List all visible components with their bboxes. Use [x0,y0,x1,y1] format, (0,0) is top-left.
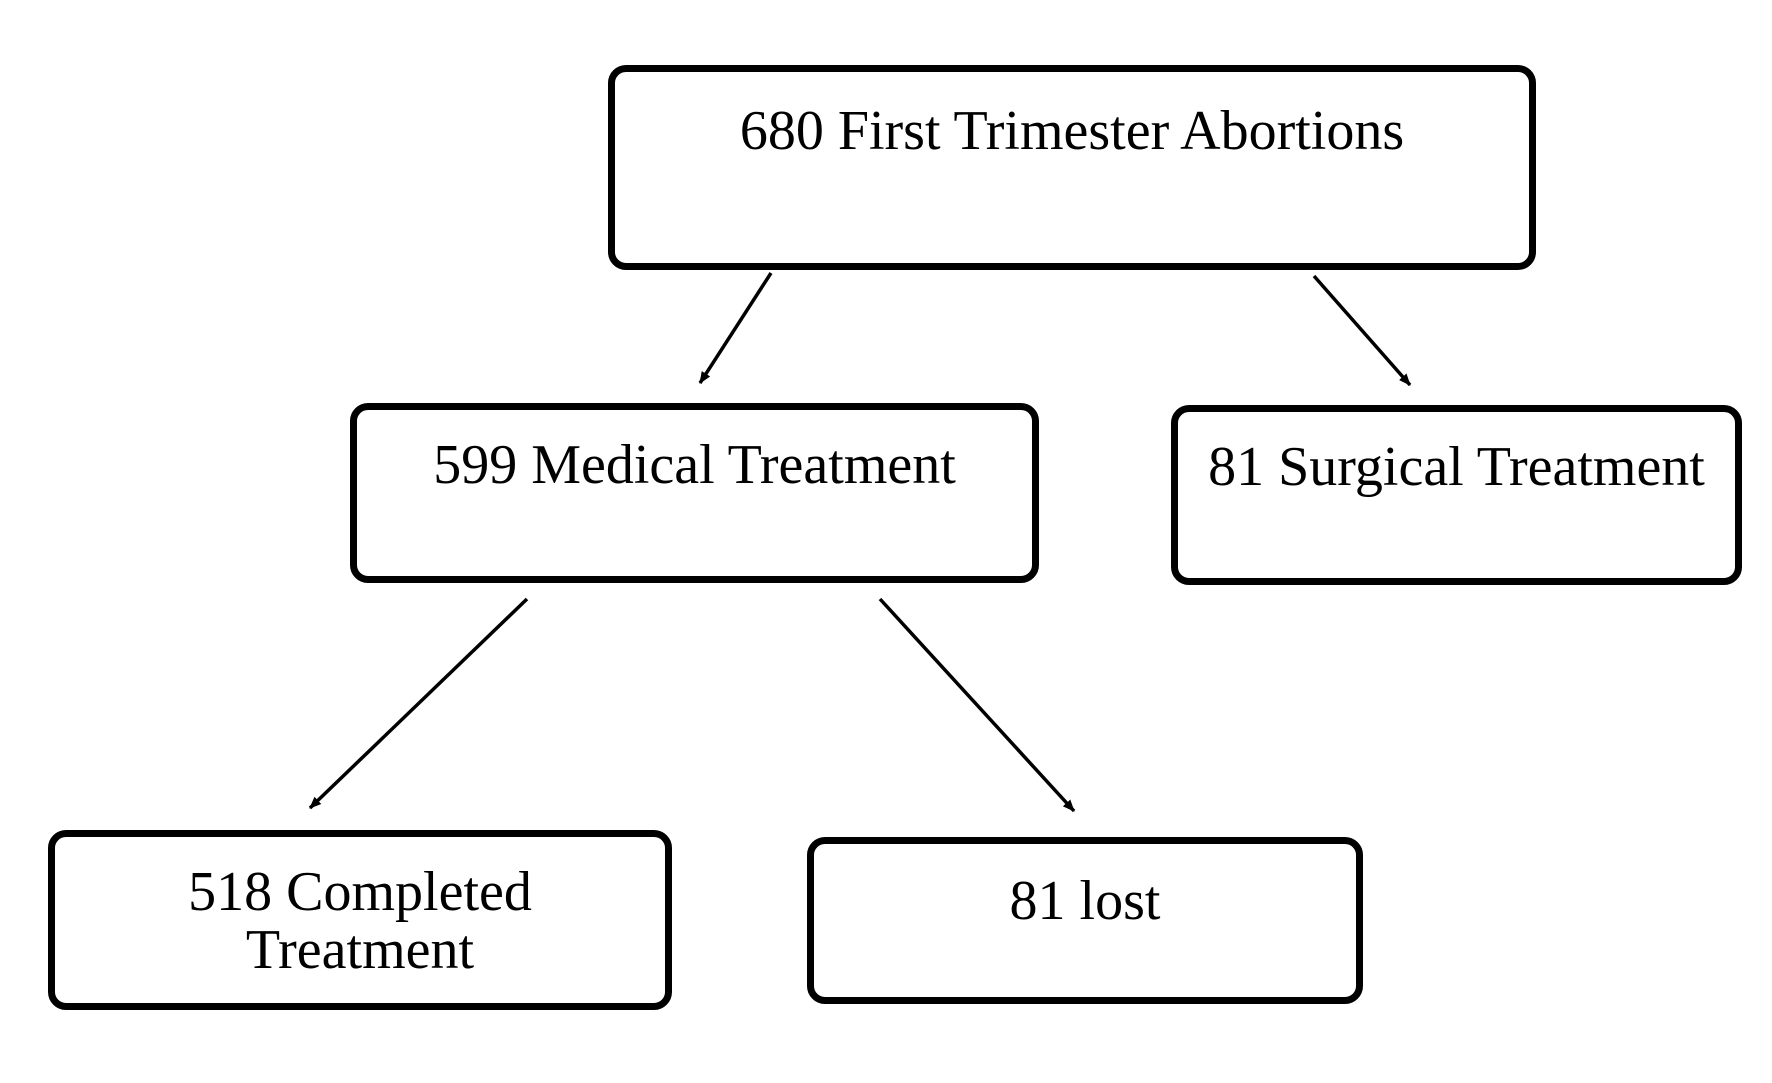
arrow-root-to-medical [698,272,773,384]
node-label: 81 lost [1009,870,1161,932]
node-medical-treatment: 599 Medical Treatment [350,403,1039,583]
node-lost: 81 lost [807,837,1363,1004]
node-label: 680 First Trimester Abortions [739,100,1405,162]
node-label: 599 Medical Treatment [433,434,956,496]
node-label: 81 Surgical Treatment [1208,436,1705,498]
node-surgical-treatment: 81 Surgical Treatment [1171,405,1742,585]
node-first-trimester-abortions: 680 First Trimester Abortions [608,65,1536,270]
node-completed-treatment: 518 Completed Treatment [48,830,672,1010]
arrow-medical-to-lost [878,597,1076,813]
arrow-medical-to-completed [308,597,529,810]
node-label: 518 Completed Treatment [188,861,532,981]
arrow-root-to-surgical [1312,274,1412,387]
